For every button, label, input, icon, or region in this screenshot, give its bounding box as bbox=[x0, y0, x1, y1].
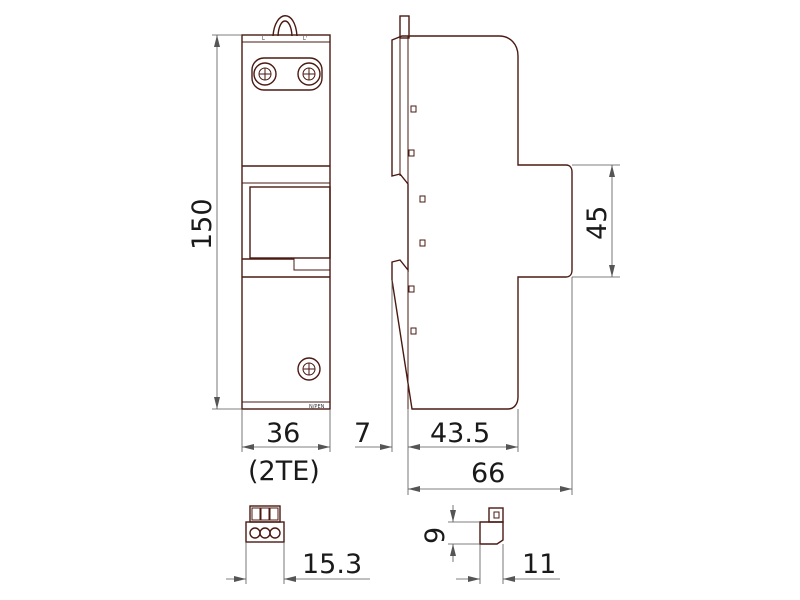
dim-plug-depth: 11 bbox=[522, 549, 556, 580]
terminal-label-l-prime: L' bbox=[303, 36, 307, 42]
wire-loop bbox=[272, 15, 298, 37]
plug-side-view: 9 11 bbox=[420, 505, 560, 584]
dim-width-note: (2TE) bbox=[248, 456, 320, 487]
status-window bbox=[249, 186, 331, 259]
terminal-label-npen: N/PEN bbox=[309, 404, 325, 410]
terminal-label-l: L bbox=[262, 36, 265, 42]
dim-plug-width: 15.3 bbox=[302, 549, 362, 580]
side-dimensions: 45 7 43.5 66 bbox=[354, 164, 620, 495]
dim-depth-offset: 7 bbox=[354, 418, 371, 449]
screw-icon bbox=[297, 62, 321, 86]
dim-width: 36 bbox=[266, 418, 300, 449]
front-view: L L' N/PEN bbox=[241, 15, 331, 410]
front-dimensions: 150 36 (2TE) bbox=[187, 34, 331, 487]
dim-depth-total: 66 bbox=[471, 458, 505, 489]
screw-icon bbox=[297, 357, 321, 381]
plug-front-view: 15.3 bbox=[226, 505, 370, 584]
front-housing bbox=[241, 34, 331, 410]
dim-plug-height: 9 bbox=[420, 527, 451, 544]
side-housing bbox=[391, 35, 573, 410]
side-view bbox=[391, 15, 573, 410]
dim-height: 150 bbox=[187, 198, 218, 250]
dim-rail-height: 45 bbox=[582, 206, 613, 240]
screw-icon bbox=[253, 62, 277, 86]
dim-depth-mid: 43.5 bbox=[430, 418, 490, 449]
